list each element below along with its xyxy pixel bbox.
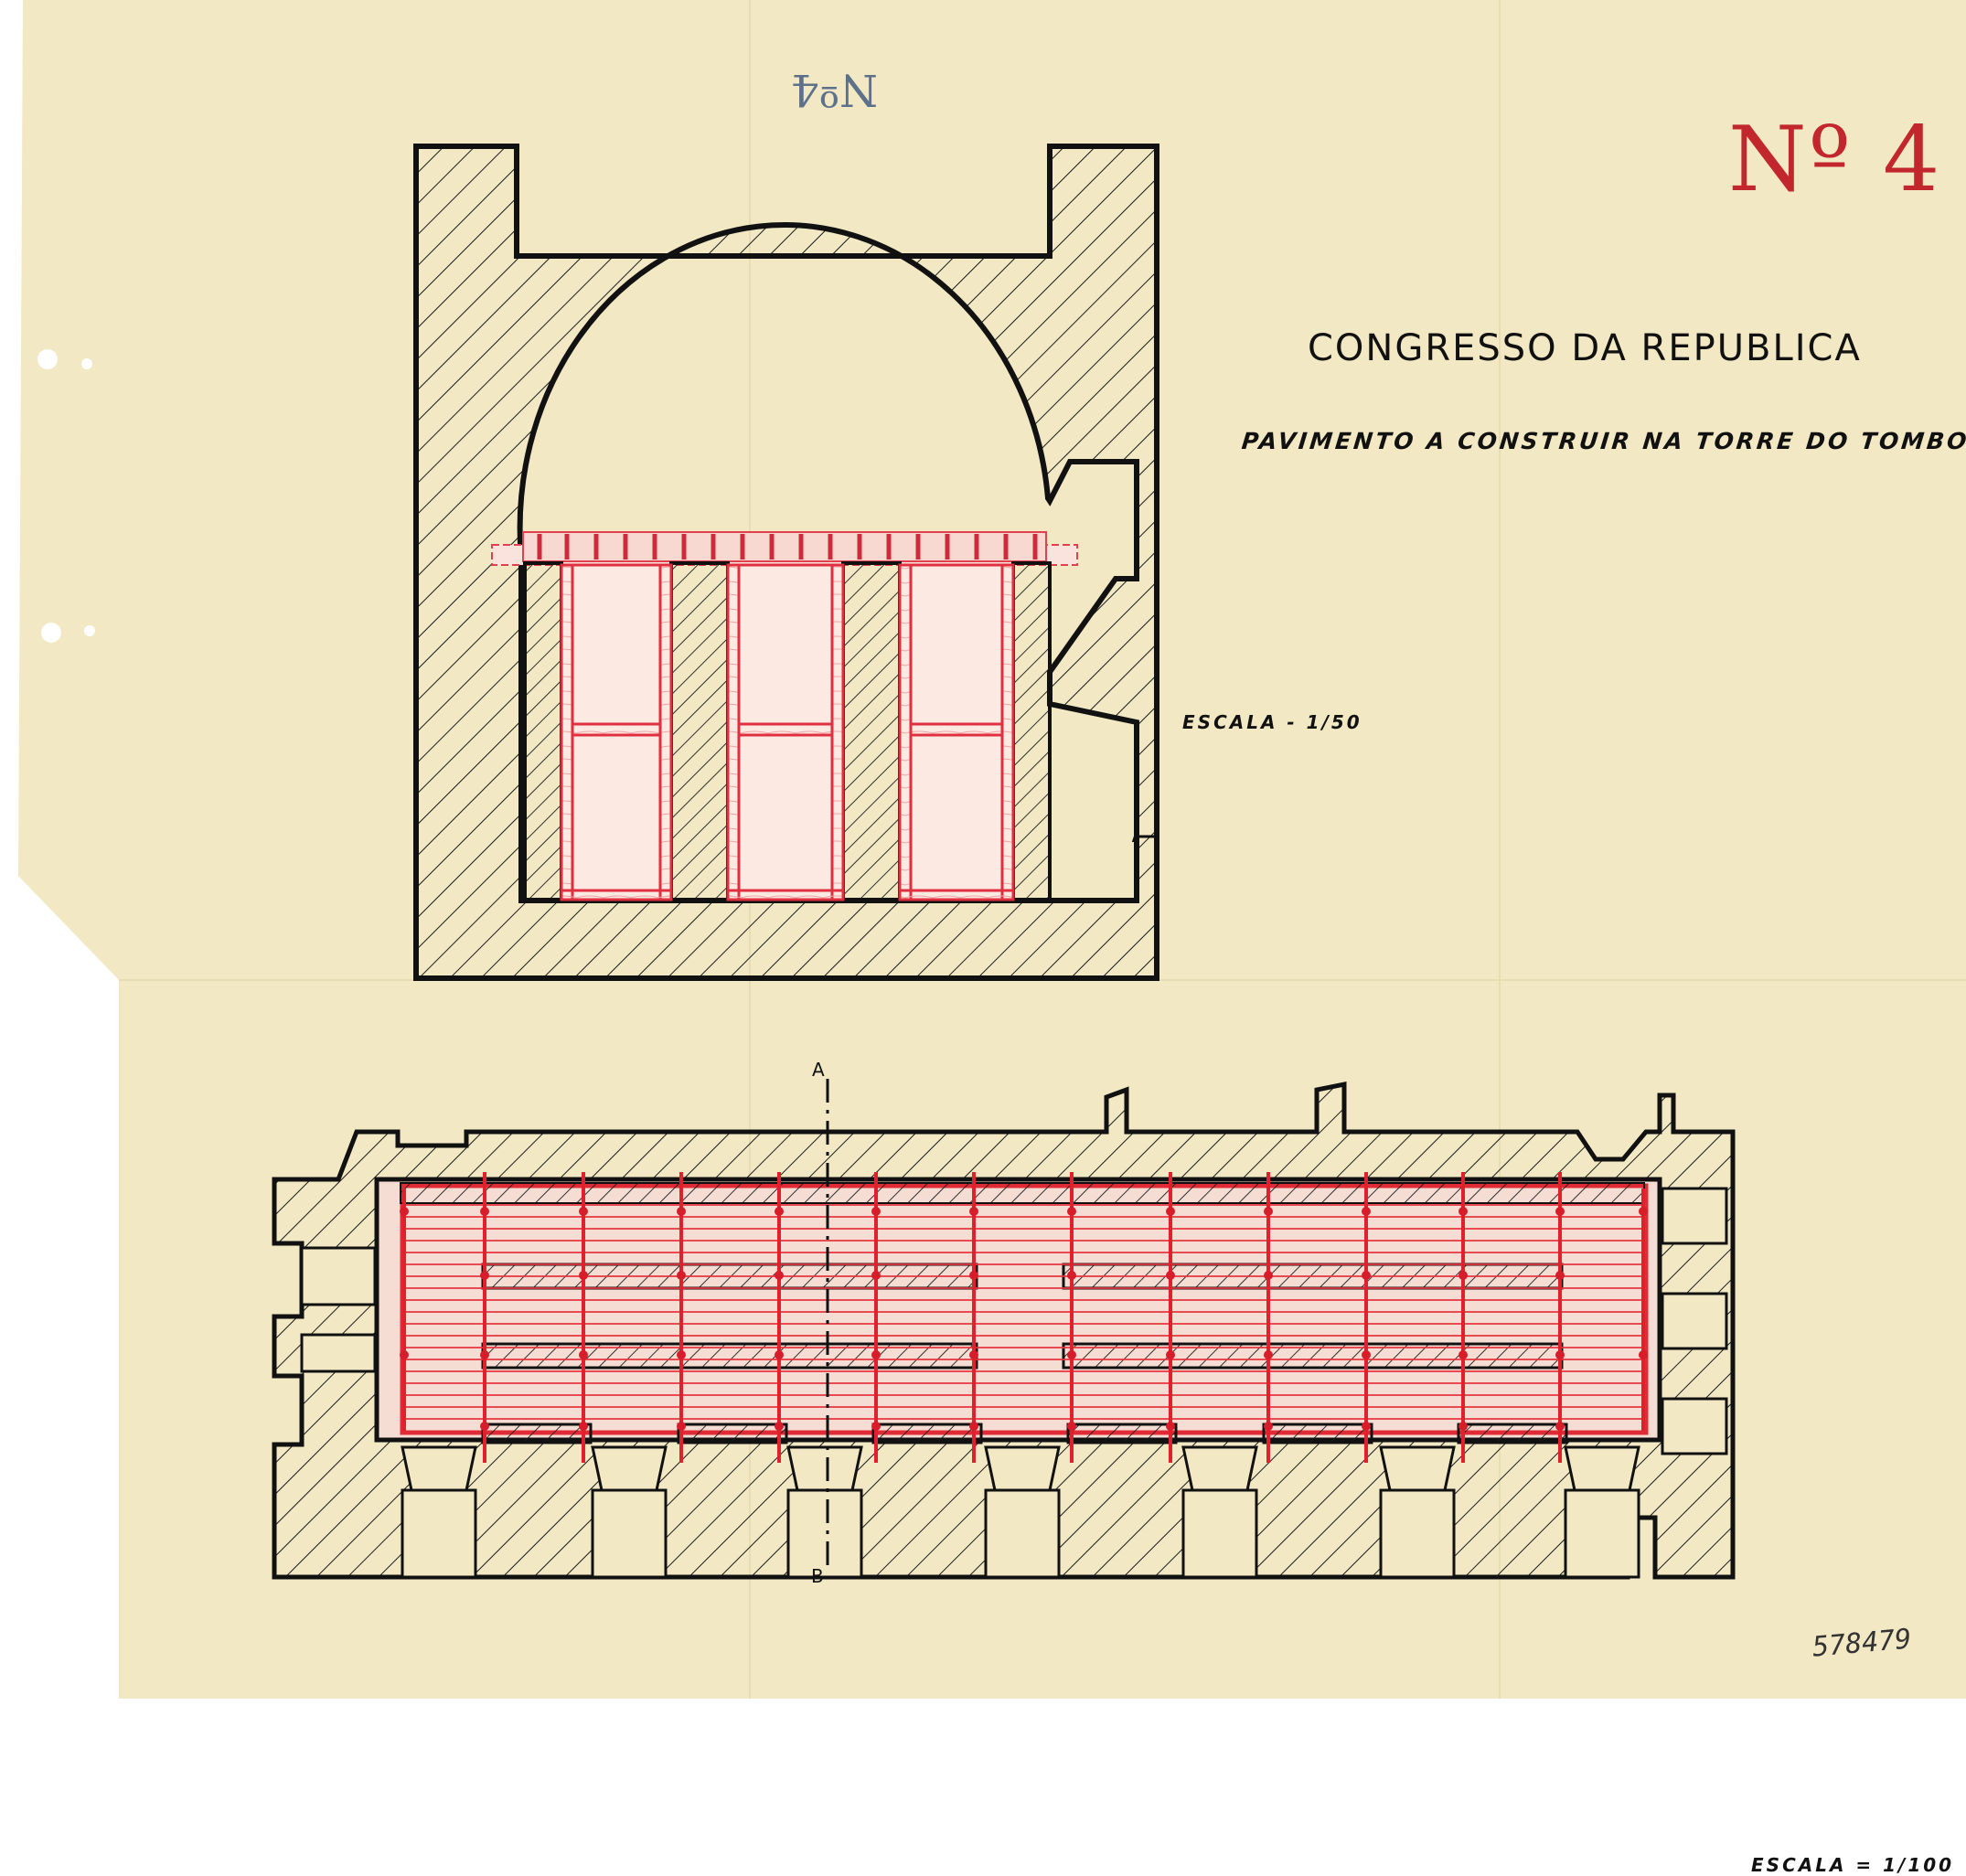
punch-hole xyxy=(84,625,95,636)
punch-hole xyxy=(37,349,58,369)
perimeter-strip-top xyxy=(400,1182,1645,1204)
room-floor xyxy=(374,1177,1662,1443)
drawing-sheet xyxy=(18,0,1966,1699)
section-view xyxy=(413,144,1159,981)
section-scale-label: ESCALA - 1/50 xyxy=(1182,711,1362,733)
stamped-sheet-number: Nº4 xyxy=(791,64,879,115)
window-niches-left xyxy=(300,1246,377,1373)
window-opening xyxy=(1135,462,1157,838)
pier xyxy=(669,561,730,902)
plan-view xyxy=(272,1079,1736,1580)
masonry-piers xyxy=(523,561,1052,902)
floor-boards-plan xyxy=(402,1204,1646,1420)
pier xyxy=(841,561,902,902)
punch-hole xyxy=(41,623,61,643)
floor-joists-plan xyxy=(402,1172,1645,1463)
section-marker-b: B xyxy=(811,1565,824,1587)
floor-boards xyxy=(522,531,1047,562)
sheet-number: Nº 4 xyxy=(1728,108,1942,212)
section-marker-a: A xyxy=(812,1059,825,1081)
window-bays-right xyxy=(1661,1187,1728,1455)
plan-scale-label: ESCALA = 1/100 xyxy=(1751,1854,1955,1876)
drawing-title: CONGRESSO DA REPUBLICA xyxy=(1308,327,1862,369)
timber-frames xyxy=(560,563,1015,901)
floor-joist-ends xyxy=(537,534,1038,560)
pier-left xyxy=(523,561,563,902)
window-embrasures-bottom xyxy=(401,1445,1640,1579)
punch-hole xyxy=(81,358,92,369)
masonry-wall-section xyxy=(413,144,1159,981)
pier-right xyxy=(1011,561,1052,902)
joist-bolts xyxy=(400,1207,1648,1431)
drawing-subtitle: PAVIMENTO A CONSTRUIR NA TORRE DO TOMBO xyxy=(1240,428,1966,454)
